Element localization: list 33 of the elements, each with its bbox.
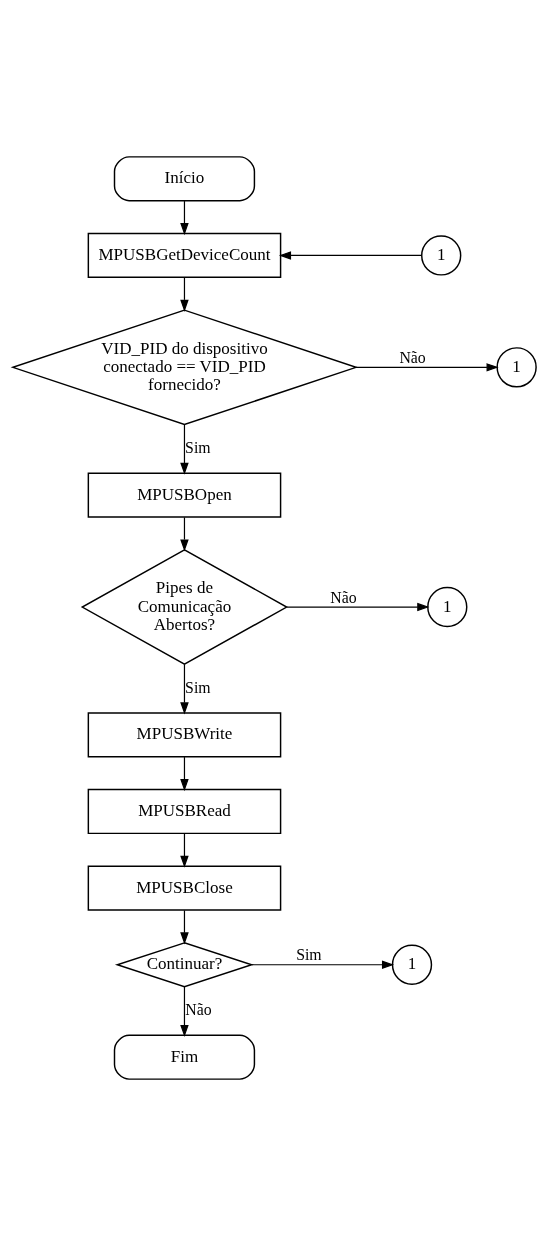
arrow [180,516,189,552]
node-circle: 1 [391,944,433,985]
edge-label: Não [185,1000,212,1018]
edge-label: Sim [185,438,211,456]
node-box: MPUSBGetDeviceCount [87,232,282,278]
node-box: Fim [113,1034,256,1080]
node-diamond: Pipes de Comunicação Abertos? [80,548,289,665]
node-circle: 1 [421,234,462,276]
arrow [180,756,189,791]
arrow [278,250,423,260]
edge-label: Não [330,588,357,606]
arrow [180,423,189,475]
arrow [180,909,189,945]
node-box: Início [113,155,256,201]
arrow [180,276,189,312]
arrow [355,362,499,372]
node-diamond: Continuar? [114,941,254,987]
arrow [180,985,189,1037]
arrow [180,663,189,715]
edge-label: Sim [296,945,322,963]
node-box: MPUSBClose [87,865,282,911]
node-box: MPUSBRead [87,788,282,834]
arrow [180,832,189,868]
arrow [286,602,430,611]
node-circle: 1 [427,586,468,627]
edge-label: Sim [185,678,211,696]
node-diamond: VID_PID do dispositivo conectado == VID_PID fornecido? [10,308,359,425]
node-box: MPUSBWrite [87,711,282,757]
edge-label: Não [399,348,426,366]
node-box: MPUSBOpen [87,471,282,518]
node-circle: 1 [496,346,537,388]
arrow [251,960,395,969]
arrow [180,199,189,235]
